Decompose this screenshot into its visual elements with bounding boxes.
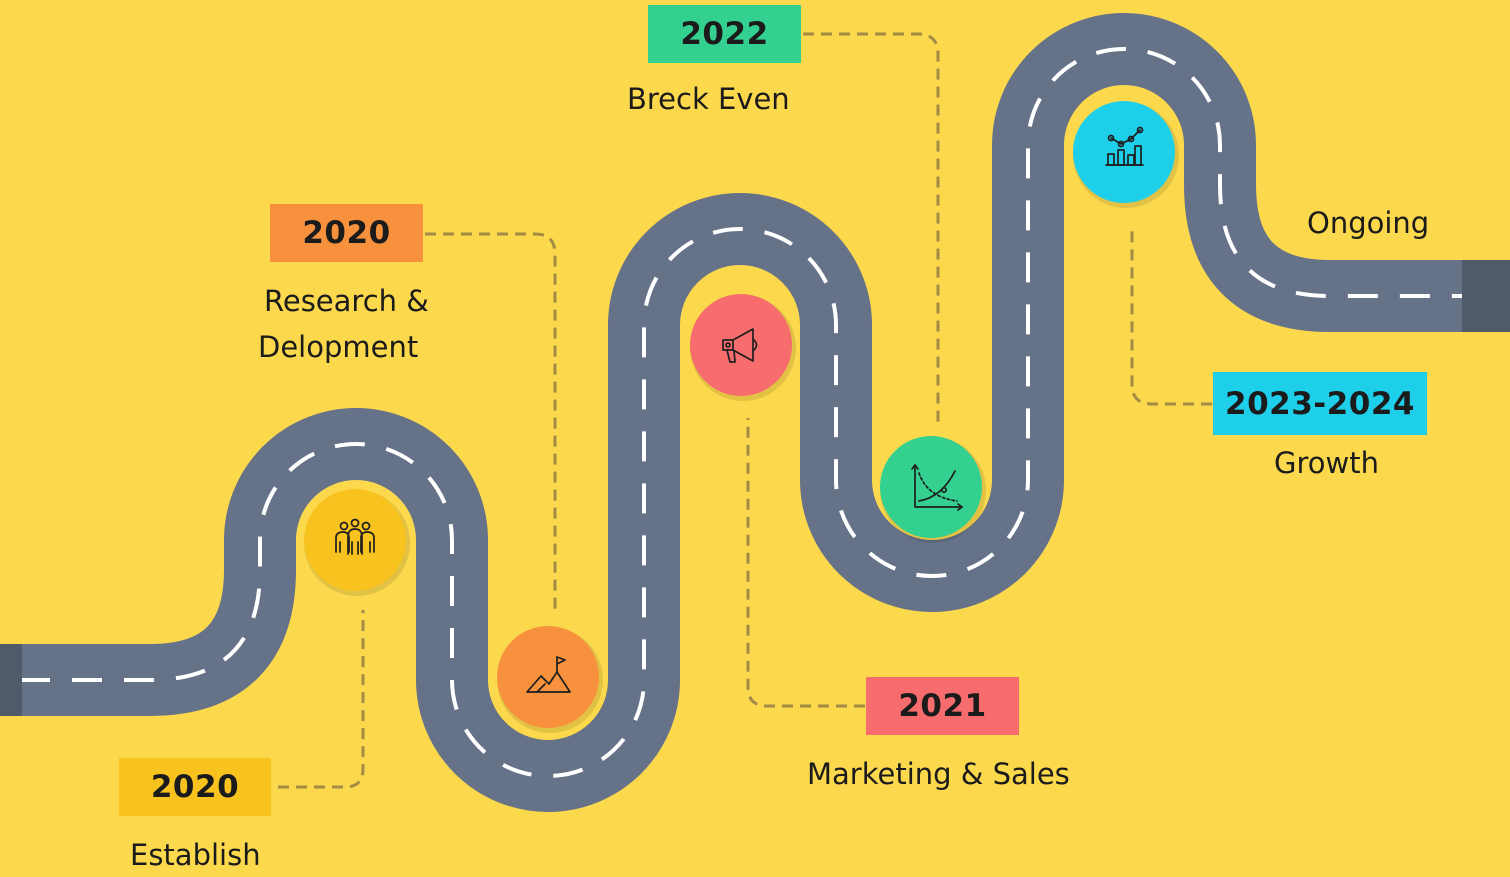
caption-line: Delopment [258,330,419,364]
year-box-growth: 2023-2024 [1213,372,1427,435]
caption-line: Marketing & Sales [807,757,1070,791]
growth-chart-icon [1105,126,1144,166]
caption-line: Research & [264,284,429,318]
milestone-circle-break-even [880,436,982,538]
caption-establish: Establish [130,832,261,877]
caption-break-even: Breck Even [627,76,790,122]
connector-research [425,232,557,615]
mountain-flag-icon [526,656,571,693]
connector-establish [278,610,365,789]
milestone-circle-establish [304,489,406,591]
road-lane-markings [0,47,1510,778]
year-box-research: 2020 [270,204,423,262]
milestone-circle-marketing [690,294,792,396]
caption-line: Establish [130,838,261,872]
road-start-cap [0,644,22,716]
connector-break-even [803,32,940,425]
connector-marketing [746,418,865,708]
caption-line: Growth [1274,446,1379,480]
caption-research: Research & Delopment [258,278,429,370]
caption-ongoing: Ongoing [1307,206,1430,240]
year-box-break-even: 2022 [648,5,801,63]
milestone-circle-research [497,626,599,728]
graph-curve-icon [911,464,963,511]
road-end-cap [1462,260,1510,332]
caption-growth: Growth [1274,440,1379,486]
year-box-marketing: 2021 [866,677,1019,735]
year-box-establish: 2020 [119,758,271,816]
team-icon [335,518,375,555]
caption-line: Breck Even [627,82,790,116]
caption-marketing: Marketing & Sales [807,751,1070,797]
megaphone-icon [722,328,758,363]
connector-growth [1130,228,1212,406]
